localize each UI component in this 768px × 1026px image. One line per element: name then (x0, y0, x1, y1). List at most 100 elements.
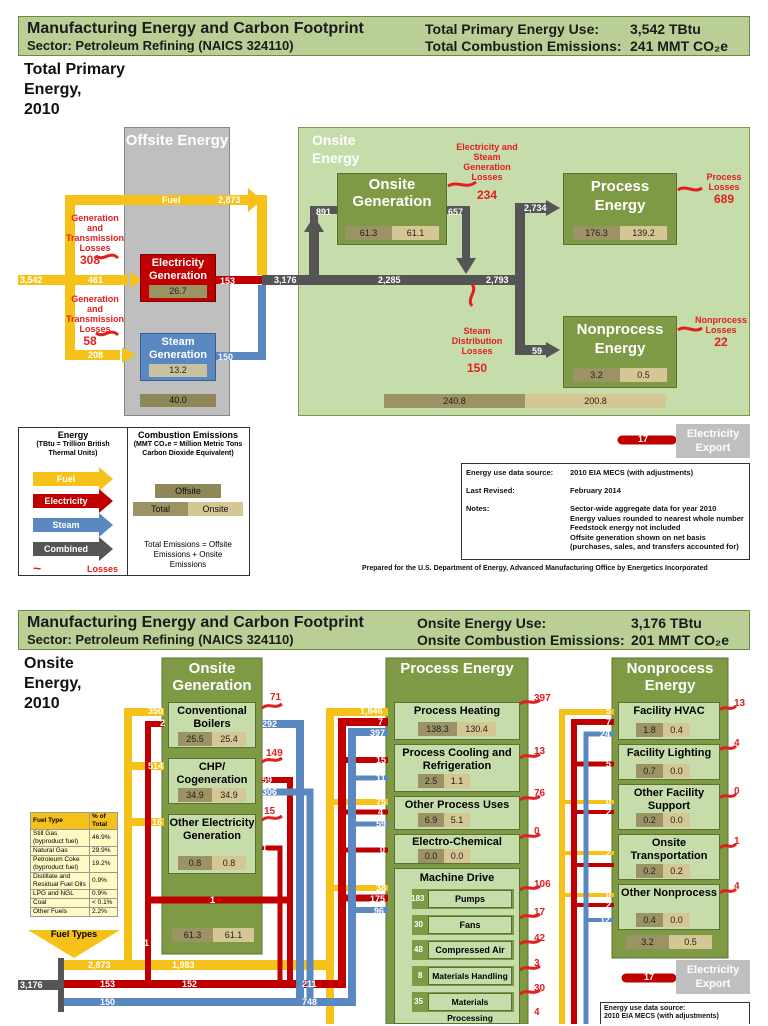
flow-to-elec: 461 (88, 275, 104, 285)
legend-total-onsite: Total Onsite (133, 502, 243, 516)
legend-electricity: Electricity (33, 494, 99, 508)
nonprocess-v2: 0.5 (620, 368, 667, 382)
bottom-header-title: Manufacturing Energy and Carbon Footprin… (27, 614, 364, 631)
b-ph-fuel-in: 1,846 (360, 706, 383, 716)
legend-onsite: Onsite (188, 502, 243, 516)
b-lighting-label: Facility Lighting (626, 747, 712, 759)
b-conv-boilers-label: Conventional Boilers (177, 705, 247, 730)
b-hvac-v1: 1.8 (636, 723, 663, 737)
fuel-pct: 19.2% (89, 855, 118, 873)
legend-emissions: Combustion Emissions (MMT CO₂e = Million… (127, 428, 249, 575)
b-md-steam-in: 96 (374, 906, 385, 916)
b-support-elec-in: 2 (606, 807, 612, 817)
b-chp-v1: 34.9 (178, 788, 212, 802)
b-export-value: 17 (644, 972, 655, 982)
gen-trans-loss-steam: 58 (83, 334, 97, 348)
fuel-name: Coal (29, 898, 91, 908)
bottom-metric2-value: 201 MMT CO₂e (631, 632, 730, 648)
nonprocess-v1: 3.2 (573, 368, 620, 382)
top-header-sector: Sector: Petroleum Refining (NAICS 324110… (27, 38, 294, 53)
b-other-elec-fuel-in: 16 (152, 817, 163, 827)
flow-to-process: 2,734 (524, 203, 547, 213)
b-md-materials-processing: Materials Processing (428, 993, 512, 1023)
b-other-process-label: Other Process Uses (404, 799, 510, 811)
b-op-steam-in: 59 (376, 819, 387, 829)
b-hvac-elec-in: 7 (606, 717, 612, 727)
onsite-title: Onsite Energy (312, 132, 360, 166)
b-other-elec-v1: 0.8 (178, 856, 212, 870)
b-md-loss: 106 (534, 879, 551, 890)
b-flow-node-blue: 748 (302, 997, 318, 1007)
b-facility-support-v2: 0.0 (663, 813, 690, 827)
flow-mid: 2,285 (378, 275, 401, 285)
b-ph-elec-in: 7 (378, 717, 384, 727)
b-conv-boilers-v1: 25.5 (178, 732, 212, 746)
b-other-elec-label: Other Electricity Generation (169, 817, 255, 842)
legend-emissions-title: Combustion Emissions (137, 430, 238, 440)
onsite-gen-emissions: 61.3 61.1 (345, 226, 439, 240)
prepared-by: Prepared for the U.S. Department of Ener… (362, 565, 708, 572)
bottom-header-sector: Sector: Petroleum Refining (NAICS 324110… (27, 632, 294, 647)
b-conv-boilers-v2: 25.4 (212, 732, 246, 746)
b-process-title: Process Energy (400, 660, 514, 677)
b-ph-loss: 397 (534, 693, 551, 704)
b-nonprocess-total-v2: 0.5 (669, 935, 712, 949)
legend-steam: Steam (33, 518, 99, 532)
b-op-loss: 76 (534, 788, 546, 799)
flow-to-steam: 208 (88, 350, 104, 360)
notes-line: Energy values rounded to nearest whole n… (570, 513, 744, 523)
b-chp-emissions: 34.9 34.9 (178, 788, 246, 802)
bottom-subtitle: Onsite Energy, 2010 (24, 654, 82, 714)
b-md-ca-loss: 3 (534, 958, 540, 969)
b-other-elec-loss: 15 (264, 806, 276, 817)
b-pc-steam-in: 11 (376, 773, 386, 783)
b-electro-chem-v1: 0.0 (418, 849, 444, 863)
b-md-elec-in: 175 (370, 894, 386, 904)
b-other-np-steam-in: 12 (600, 915, 611, 925)
offsite-title: Offsite Energy (125, 132, 229, 149)
b-pc-elec-in: 15 (376, 755, 387, 765)
steam-dist-loss-label: Steam Distribution Losses (451, 326, 503, 356)
b-other-process-v2: 5.1 (444, 813, 470, 827)
b-other-process-v1: 6.9 (418, 813, 444, 827)
steam-gen-value: 13.2 (149, 364, 207, 377)
b-lighting-emissions: 0.7 0.0 (636, 764, 690, 778)
b-support-fuel-in: 0 (606, 797, 612, 807)
bottom-subtitle-line: Onsite (24, 655, 74, 672)
fuel-table-col1: Fuel Type (29, 812, 91, 830)
steam-gen-label: Steam Generation (148, 336, 208, 361)
top-metric1-value: 3,542 TBtu (630, 21, 701, 37)
notes-line: Feedstock energy not included (570, 523, 681, 532)
process-loss-value: 689 (713, 192, 735, 206)
export-box: Electricity Export (676, 424, 750, 458)
b-onsite-gen-total-v1: 61.3 (172, 928, 213, 942)
b-export-box: Electricity Export (676, 960, 750, 994)
process-v2: 139.2 (620, 226, 667, 240)
b-chp-loss: 149 (266, 748, 283, 759)
onsite-gen-loss-value: 234 (476, 188, 498, 202)
steam-dist-loss-value: 150 (466, 361, 488, 375)
b-hvac-steam-in: 24 (600, 729, 611, 739)
b-process-cooling-emissions: 2.5 1.1 (418, 774, 470, 788)
onsite-total-emissions: 240.8 200.8 (384, 394, 666, 408)
b-process-heating-v2: 130.4 (457, 722, 496, 736)
fuel-pct: 2.2% (89, 907, 118, 917)
b-other-elec-out: 1 (262, 843, 268, 853)
b-support-loss: 0 (734, 786, 740, 797)
b-md-materials-handling-value: 8 (418, 971, 423, 980)
b-boiler-loss: 71 (270, 692, 282, 703)
onsite-total-v1: 240.8 (384, 394, 525, 408)
gen-trans-loss-label: Generation and Transmission Losses (65, 213, 125, 253)
b-nonprocess-title: Nonprocess Energy (626, 660, 714, 694)
b-pc-loss: 13 (534, 746, 546, 757)
steam-gen-box: Steam Generation 13.2 (140, 333, 216, 381)
b-other-np-fuel-in: 0 (606, 890, 612, 900)
b-boiler-steam-out: 292 (262, 719, 278, 729)
legend-fuel: Fuel (33, 472, 99, 486)
flow-to-nonprocess: 59 (532, 346, 543, 356)
b-electro-chem-v2: 0.0 (444, 849, 470, 863)
notes-panel: Energy use data source: 2010 EIA MECS (w… (461, 463, 750, 560)
b-flow-fuel: 2,873 (88, 960, 111, 970)
bottom-metric1-value: 3,176 TBtu (631, 615, 702, 631)
b-md-fans-value: 30 (414, 920, 423, 929)
